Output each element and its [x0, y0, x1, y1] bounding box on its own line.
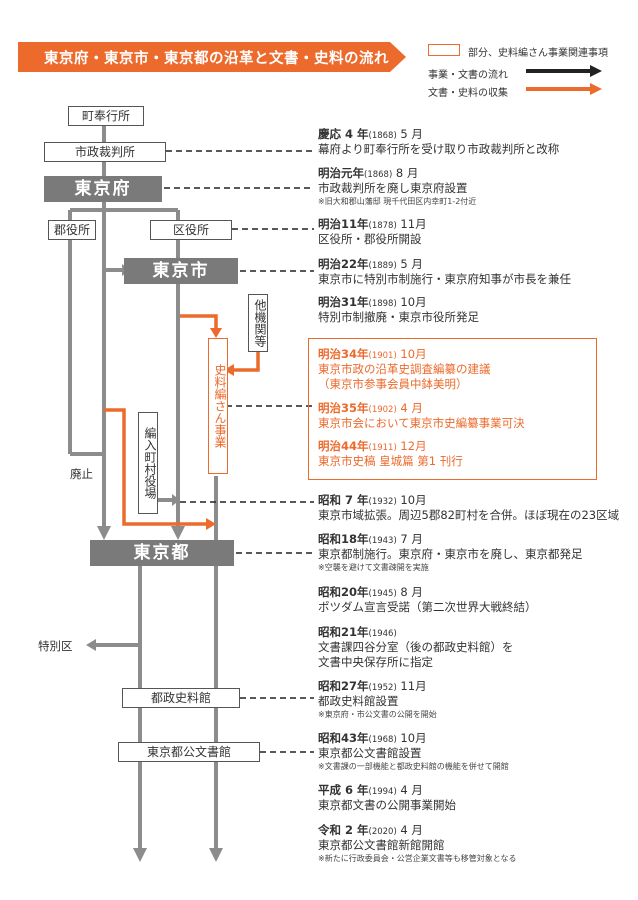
node-hennyu-choson: 編入町村役場	[138, 412, 158, 514]
event-1878: 明治11年(1878) 11月 区役所・郡役所開設	[318, 217, 427, 246]
event-1952: 昭和27年(1952) 11月 都政史料館設置 ※東京府・市公文書の公開を開始	[318, 679, 437, 719]
node-tokyo-to: 東京都	[90, 540, 234, 566]
node-tokyo-fu: 東京府	[44, 176, 162, 202]
legend-box-swatch	[428, 44, 460, 56]
arrowhead-trunk-end-2	[209, 848, 223, 862]
label-tokubetsuku: 特別区	[38, 639, 73, 653]
arrowhead-collect-3	[206, 518, 216, 530]
page-title: 東京府・東京市・東京都の沿革と文書・史料の流れ	[44, 51, 389, 67]
node-takikan: 他機関等	[248, 294, 268, 352]
label-haishi: 廃止	[70, 467, 93, 481]
node-machi-bugyosho: 町奉行所	[68, 106, 144, 126]
event-1943: 昭和18年(1943) 7 月 東京都制施行。東京府・東京市を廃し、東京都発足 …	[318, 532, 583, 572]
arrowhead-collect-2	[224, 364, 234, 376]
event-1968: 昭和43年(1968) 10月 東京都公文書館設置 ※文書課の一部機能と都政史料…	[318, 731, 509, 771]
collect-shi-hensan	[180, 314, 218, 328]
event-1994: 平成 6 年(1994) 4 月 東京都文書の公開事業開始	[318, 783, 456, 812]
node-kobunshokan: 東京都公文書館	[118, 742, 260, 762]
event-1868-5: 慶応 4 年(1868) 5 月 幕府より町奉行所を受け取り市政裁判所と改称	[318, 127, 560, 156]
legend-collect-label: 文書・史料の収集	[428, 88, 508, 99]
legend-flow-arrowhead	[590, 65, 602, 77]
legend-box-label: 部分、史料編さん事業関連事項	[468, 48, 608, 59]
arrowhead-fu-to	[97, 526, 111, 540]
event-2020: 令和 2 年(2020) 4 月 東京都公文書館新館開館 ※新たに行政委員会・公…	[318, 823, 517, 863]
event-1901: 明治34年(1901) 10月 東京市政の沿革史調査編纂の建議 （東京市参事会員…	[318, 347, 491, 391]
legend-collect-arrowhead	[590, 83, 602, 95]
event-1898: 明治31年(1898) 10月 特別市制撤廃・東京市役所発足	[318, 295, 479, 324]
collect-takikan-hensan	[232, 346, 260, 372]
event-1868-8: 明治元年(1868) 8 月 市政裁判所を廃し東京府設置 ※旧大和郡山藩邸 現千…	[318, 166, 477, 206]
node-shiryo-hensan: 史料編さん事業	[208, 338, 228, 474]
event-1945: 昭和20年(1945) 8 月 ポツダム宣言受諾（第二次世界大戦終結）	[318, 585, 537, 614]
event-1946: 昭和21年(1946) 文書課四谷分室（後の都政史料館）を 文書中央保存所に指定	[318, 625, 514, 669]
arrowhead-collect-1	[210, 328, 222, 338]
title-banner	[18, 42, 406, 72]
legend-flow-label: 事業・文書の流れ	[428, 70, 508, 81]
legend-arrows	[526, 65, 602, 95]
arrowhead-trunk-end-1	[133, 848, 147, 862]
arrowhead-hennyu	[172, 494, 180, 506]
arrowhead-shi-to	[171, 526, 185, 540]
event-1889: 明治22年(1889) 5 月 東京市に特別市制施行・東京府知事が市長を兼任	[318, 257, 571, 286]
collect-fu-to	[104, 408, 206, 526]
node-shisei-saibansho: 市政裁判所	[44, 142, 166, 162]
node-ku-yakusho: 区役所	[150, 220, 232, 240]
event-1911: 明治44年(1911) 12月 東京市史稿 皇城篇 第1 刊行	[318, 439, 463, 468]
hensan-events-box	[308, 338, 597, 480]
arrowhead-tokubetsuku	[86, 639, 96, 651]
event-1902: 明治35年(1902) 4 月 東京市会において東京市史編纂事業可決	[318, 401, 525, 430]
node-gun-yakusho: 郡役所	[48, 220, 96, 240]
node-tosei-shiryokan: 都政史料館	[122, 688, 240, 708]
node-tokyo-shi: 東京市	[124, 258, 238, 284]
event-1932: 昭和 7 年(1932) 10月 東京市域拡張。周辺5郡82町村を合併。ほぼ現在…	[318, 493, 620, 522]
